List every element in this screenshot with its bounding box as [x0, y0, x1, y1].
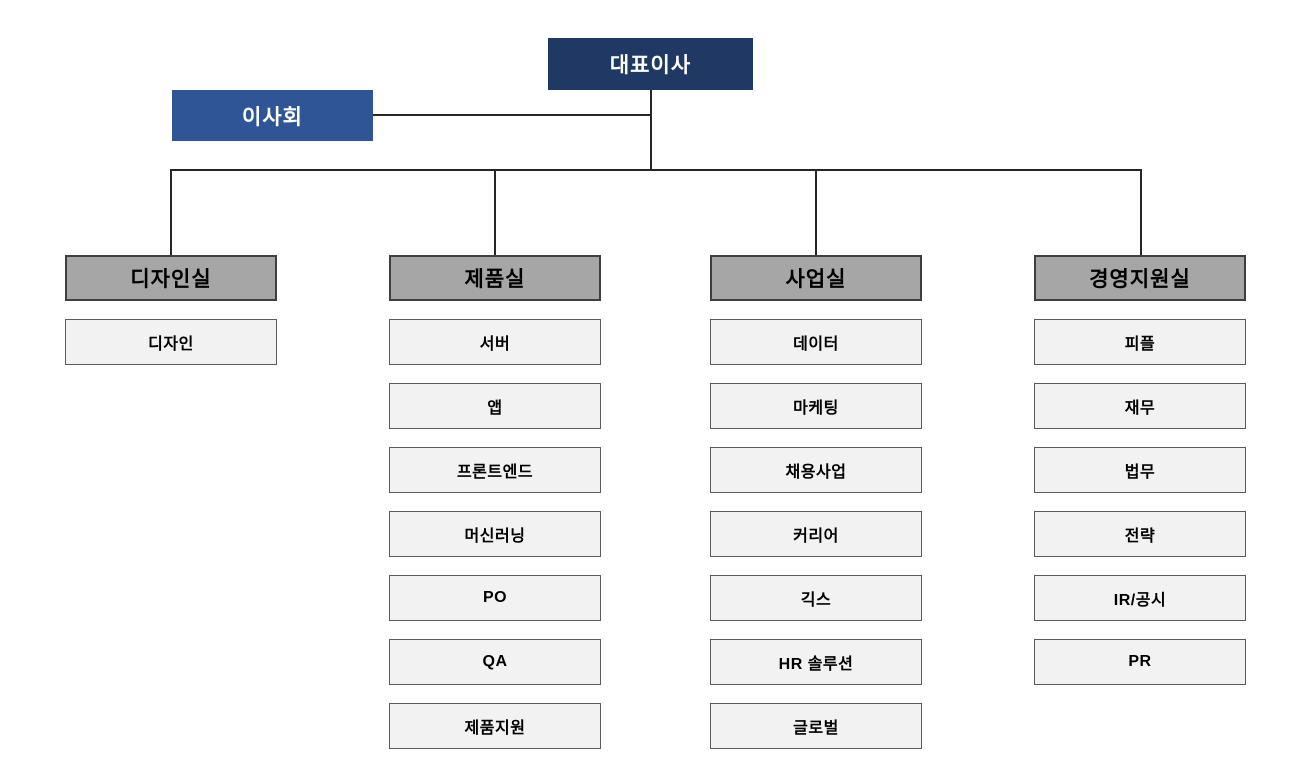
- org-node-team: 서버: [389, 319, 601, 365]
- org-node-team: 디자인: [65, 319, 277, 365]
- department-column-business: 사업실 데이터 마케팅 채용사업 커리어 긱스 HR 솔루션 글로벌: [710, 255, 922, 749]
- org-node-team: 앱: [389, 383, 601, 429]
- connector-drop-design: [170, 169, 172, 255]
- connector-ceo-vertical: [650, 90, 652, 170]
- org-node-team: HR 솔루션: [710, 639, 922, 685]
- org-node-team: 피플: [1034, 319, 1246, 365]
- connector-bus-horizontal: [170, 169, 1141, 171]
- connector-drop-business: [815, 169, 817, 255]
- connector-board-horizontal: [373, 114, 651, 116]
- connector-drop-product: [494, 169, 496, 255]
- org-node-team: 머신러닝: [389, 511, 601, 557]
- org-node-team: 커리어: [710, 511, 922, 557]
- org-node-team: PO: [389, 575, 601, 621]
- org-node-department: 경영지원실: [1034, 255, 1246, 301]
- org-node-team: 제품지원: [389, 703, 601, 749]
- connector-drop-mgmt: [1140, 169, 1142, 255]
- org-node-ceo: 대표이사: [548, 38, 753, 90]
- org-node-team: PR: [1034, 639, 1246, 685]
- org-node-department: 제품실: [389, 255, 601, 301]
- org-node-team: 재무: [1034, 383, 1246, 429]
- org-node-team: IR/공시: [1034, 575, 1246, 621]
- department-column-mgmt-support: 경영지원실 피플 재무 법무 전략 IR/공시 PR: [1034, 255, 1246, 685]
- department-column-product: 제품실 서버 앱 프론트엔드 머신러닝 PO QA 제품지원: [389, 255, 601, 749]
- org-node-team: 글로벌: [710, 703, 922, 749]
- org-node-team: 긱스: [710, 575, 922, 621]
- org-node-team: QA: [389, 639, 601, 685]
- org-node-team: 전략: [1034, 511, 1246, 557]
- org-node-team: 데이터: [710, 319, 922, 365]
- org-node-team: 채용사업: [710, 447, 922, 493]
- org-node-department: 사업실: [710, 255, 922, 301]
- org-node-team: 마케팅: [710, 383, 922, 429]
- org-node-department: 디자인실: [65, 255, 277, 301]
- org-node-team: 프론트엔드: [389, 447, 601, 493]
- department-column-design: 디자인실 디자인: [65, 255, 277, 365]
- org-node-board: 이사회: [172, 90, 373, 141]
- org-node-team: 법무: [1034, 447, 1246, 493]
